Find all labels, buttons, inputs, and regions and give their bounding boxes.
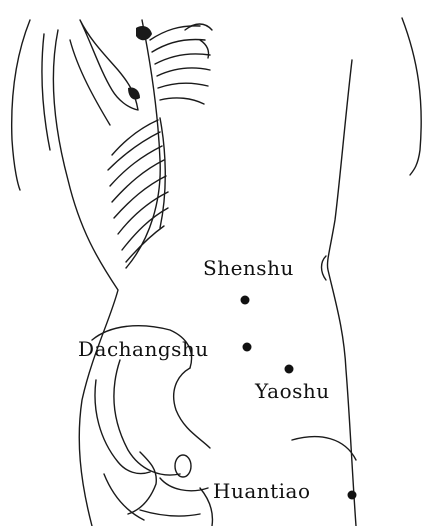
shenshu-label: Shenshu — [203, 256, 294, 280]
ilium-wing — [95, 380, 150, 474]
pelvis-inner-curve — [114, 360, 180, 475]
huantiao-label: Huantiao — [213, 479, 311, 503]
yaoshu-label: Yaoshu — [254, 379, 330, 403]
vertebra-mark-lower — [128, 87, 140, 99]
lower-pelvis-curve — [104, 474, 144, 520]
scapula-outline — [80, 20, 138, 110]
spine-line — [126, 20, 160, 268]
huantiao-point — [348, 491, 357, 500]
right-waist-curve — [322, 256, 327, 280]
dachangshu-point — [243, 343, 252, 352]
left-torso-outline — [53, 30, 118, 526]
sacrum-outline — [174, 368, 210, 448]
right-torso-outline — [327, 60, 356, 526]
shenshu-point — [241, 296, 250, 305]
left-arm-outline — [12, 20, 30, 190]
hip-socket-outline — [128, 452, 156, 514]
scapula-inner-line — [70, 40, 110, 125]
dachangshu-label: Dachangshu — [78, 337, 209, 361]
right-arm-outline — [402, 18, 421, 175]
femur-head-curve — [200, 488, 213, 526]
upper-ribs — [150, 24, 212, 104]
left-inner-arm-line — [42, 34, 50, 150]
yaoshu-point — [285, 365, 294, 374]
gluteal-curve — [292, 437, 356, 460]
lower-leg-line — [140, 510, 200, 516]
obturator-foramen — [175, 455, 191, 477]
